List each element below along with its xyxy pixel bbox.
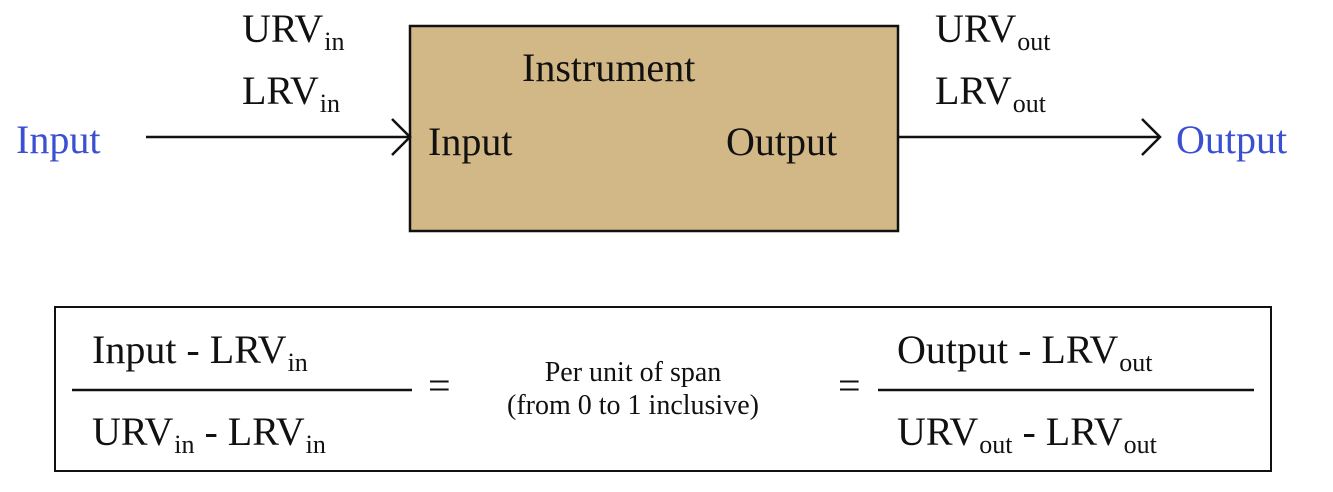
right-numerator: Output - LRVout <box>897 327 1153 377</box>
input-signal-label: Input <box>16 117 101 162</box>
output-arrowhead <box>1141 118 1162 156</box>
right-equals-sign: = <box>838 363 861 408</box>
urv-out-label: URVout <box>935 6 1051 57</box>
lrv-in-label: LRVin <box>242 68 341 119</box>
instrument-output-label: Output <box>726 119 838 164</box>
right-denominator: URVout - LRVout <box>897 409 1157 459</box>
lrv-out-label: LRVout <box>935 68 1047 119</box>
instrument-title: Instrument <box>522 45 696 90</box>
input-arrowhead <box>391 118 412 156</box>
output-signal-label: Output <box>1176 117 1288 162</box>
per-unit-line-1: Per unit of span <box>544 357 722 388</box>
per-unit-of-span-text: Per unit of span (from 0 to 1 inclusive) <box>470 356 796 422</box>
per-unit-line-2: (from 0 to 1 inclusive) <box>507 390 759 421</box>
left-numerator: Input - LRVin <box>92 327 308 377</box>
left-denominator: URVin - LRVin <box>92 409 326 459</box>
instrument-input-label: Input <box>428 119 513 164</box>
instrument-box <box>408 24 900 233</box>
equation-box <box>54 306 1272 472</box>
urv-in-label: URVin <box>242 6 345 57</box>
left-equals-sign: = <box>428 363 451 408</box>
